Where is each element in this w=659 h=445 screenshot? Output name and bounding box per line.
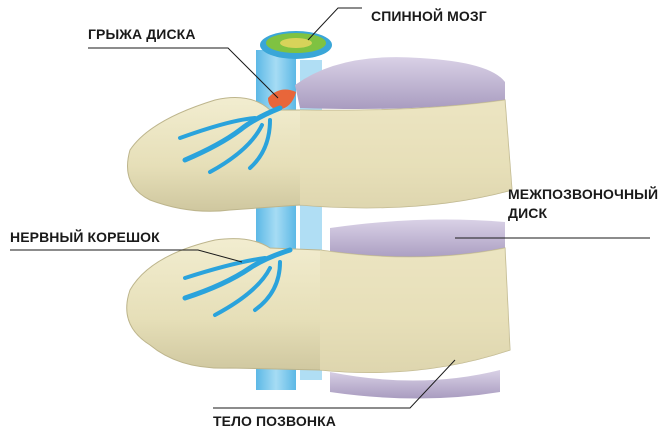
- hernia-label: ГРЫЖА ДИСКА: [88, 26, 196, 42]
- lower-disc-sliver: [330, 370, 500, 399]
- upper-disc: [295, 57, 505, 109]
- lower-vertebra: [126, 238, 511, 373]
- spinal-cord-label: СПИННОЙ МОЗГ: [371, 8, 487, 24]
- vertebra-body-leader: [213, 359, 456, 409]
- vertebra-body-label: ТЕЛО ПОЗВОНКА: [213, 413, 336, 429]
- intervertebral-disc: [330, 219, 505, 260]
- spinal-cord-leader: [307, 7, 362, 41]
- hernia-leader: [88, 47, 279, 99]
- upper-nerve-root: [178, 105, 283, 174]
- spinal-cord: [260, 31, 332, 59]
- nerve-root-label: НЕРВНЫЙ КОРЕШОК: [10, 229, 160, 245]
- intervertebral-disc-label-line2: ДИСК: [508, 205, 548, 221]
- upper-vertebra: [127, 97, 513, 212]
- nerve-root-leader: [10, 249, 243, 263]
- leader-lines: [10, 7, 650, 409]
- nerve-root: [182, 247, 293, 317]
- intervertebral-disc-label-line1: МЕЖПОЗВОНОЧНЫЙ: [508, 186, 659, 202]
